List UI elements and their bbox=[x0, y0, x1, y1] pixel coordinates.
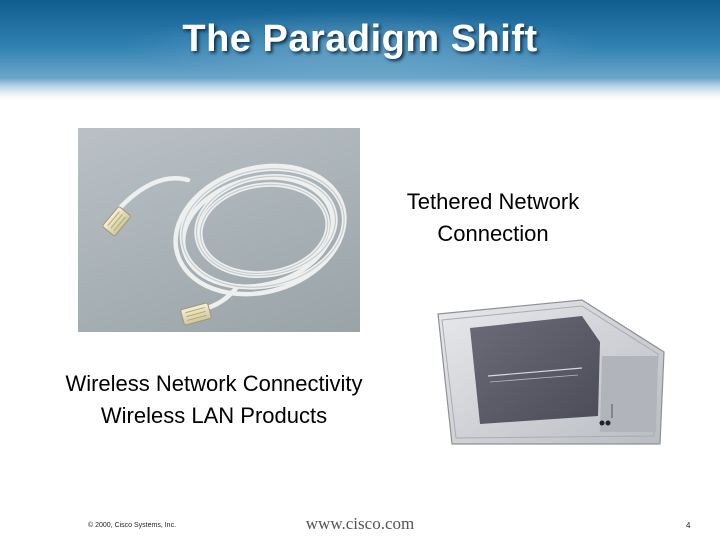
tethered-line-2: Connection bbox=[437, 221, 549, 246]
ethernet-cable-photo bbox=[78, 128, 360, 332]
header-glow bbox=[120, 10, 600, 80]
slide-header bbox=[0, 0, 720, 100]
wireless-line-2: Wireless LAN Products bbox=[100, 403, 328, 428]
wireless-line-1: Wireless Network Connectivity bbox=[65, 371, 363, 396]
ethernet-cable-icon bbox=[102, 163, 347, 326]
tethered-caption: Tethered Network Connection bbox=[378, 186, 608, 250]
wireless-card-photo bbox=[432, 296, 670, 446]
header-fade bbox=[0, 78, 720, 100]
wireless-caption: Wireless Network Connectivity Wireless L… bbox=[14, 368, 414, 432]
tethered-line-1: Tethered Network bbox=[406, 189, 580, 214]
footer-copyright: © 2000, Cisco Systems, Inc. bbox=[88, 522, 177, 529]
wireless-pc-card-icon bbox=[437, 299, 665, 445]
page-number: 4 bbox=[686, 521, 691, 530]
slide-title: The Paradigm Shift bbox=[182, 18, 538, 60]
footer-url[interactable]: www.cisco.com bbox=[305, 514, 415, 533]
